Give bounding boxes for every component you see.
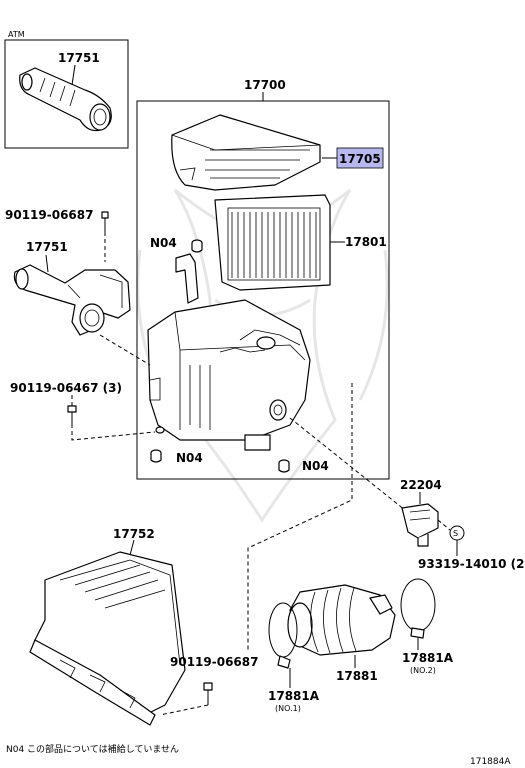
part-17881-intake-hose[interactable] [287,584,396,656]
clamp-17881a-no1[interactable] [268,602,298,669]
clamp-17881a-no2[interactable] [400,578,436,639]
dashed-hose-case [99,334,151,366]
part-17801-filter-element[interactable] [214,194,331,291]
leader-17752 [129,539,135,556]
label-no2: (NO.2) [410,666,436,675]
label-n04-left: N04 [176,451,203,465]
grommet-n04-right[interactable] [278,459,290,473]
label-17705: 17705 [339,152,381,166]
label-90119-06687-top: 90119-06687 [5,208,93,222]
bolt-90119-06467[interactable] [67,405,77,424]
bolt-90119-06687-top[interactable] [101,211,109,232]
diagram-id: 171884A [470,757,511,767]
label-n04-top: N04 [150,236,177,250]
part-22204-airflow-meter[interactable] [401,503,439,547]
label-17881: 17881 [336,669,378,683]
atm-box [4,39,129,149]
label-17801: 17801 [345,235,387,249]
label-22204: 22204 [400,478,442,492]
label-17751-mid: 17751 [26,240,68,254]
dashed-bolt-bottom [159,704,209,716]
bolt-90119-06687-bottom[interactable] [203,682,213,705]
grommet-n04-top[interactable] [191,239,203,253]
footnote: N04 この部品については補給していません [6,743,179,755]
label-17881a-no2: 17881A [402,651,454,665]
label-17752: 17752 [113,527,155,541]
part-17752-duct[interactable] [29,551,186,726]
s-symbol-text: S [453,529,458,538]
label-90119-06467: 90119-06467 (3) [10,381,122,395]
dashed-sensor-case [289,417,406,511]
part-air-cleaner-case[interactable] [147,253,311,451]
label-93319: 93319-14010 (2) [418,557,525,571]
grommet-n04-left[interactable] [150,449,162,463]
label-n04-right: N04 [302,459,329,473]
part-17751-hose[interactable] [13,264,131,336]
leader-17751-mid [45,254,49,273]
leader-17751-atm [71,64,76,86]
dashed-s [437,519,451,531]
dashed-case-17881 [247,383,353,650]
label-no1: (NO.1) [275,704,301,713]
label-90119-06687-bottom: 90119-06687 [170,655,258,669]
dashed-bolt-06467 [71,395,156,441]
part-17705-cover[interactable] [171,114,321,191]
screw-s-symbol[interactable]: S [449,525,465,541]
label-17881a-no1: 17881A [268,689,320,703]
part-17751-atm-hose[interactable] [19,67,112,132]
label-17700: 17700 [244,78,286,92]
label-17751-atm: 17751 [58,51,100,65]
atm-label: ATM [8,30,25,39]
